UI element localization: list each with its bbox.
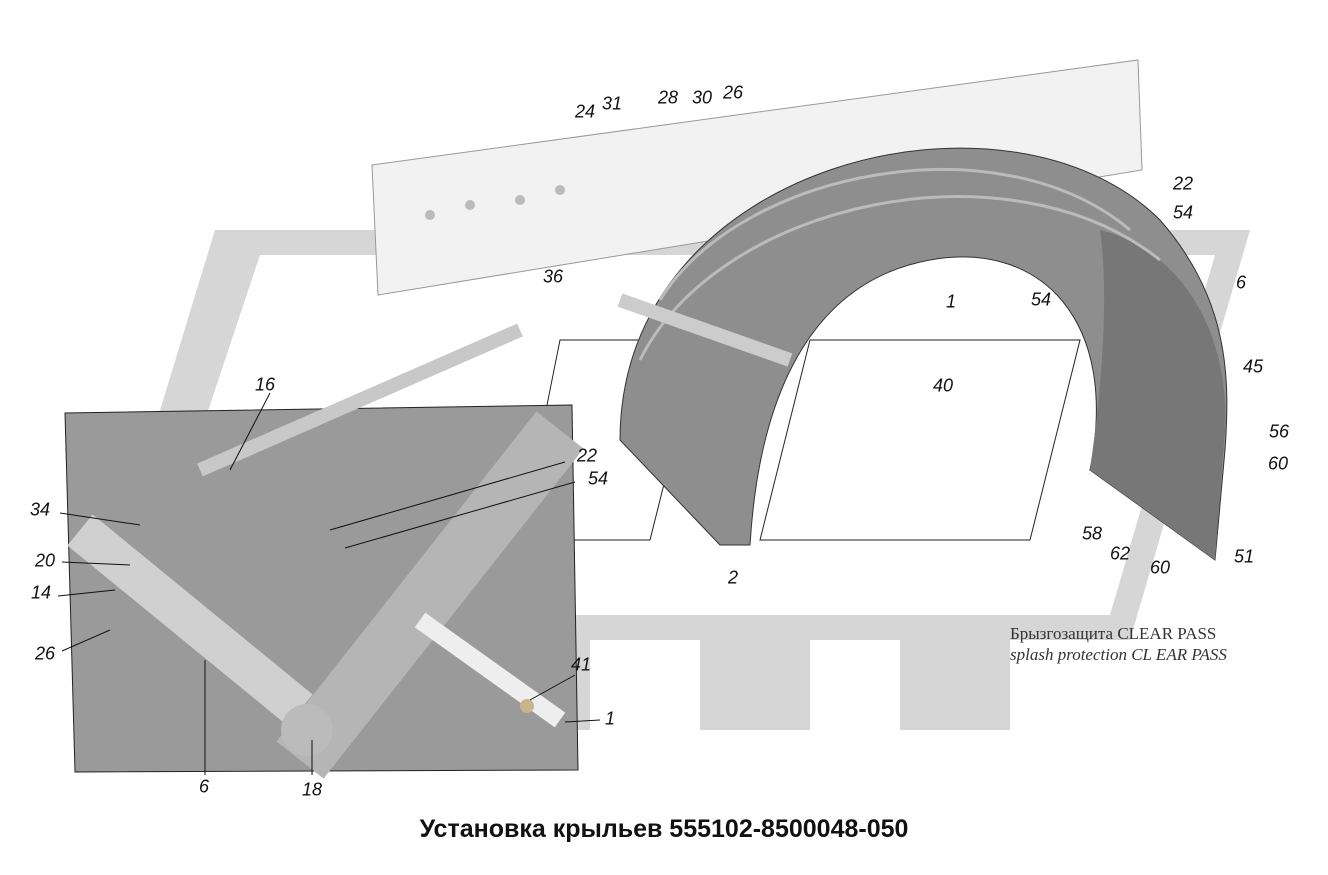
splash-note-ru: Брызгозащита CLEAR PASS — [1010, 624, 1217, 643]
inset-photo — [64, 323, 584, 779]
callout-label: 22 — [576, 445, 598, 466]
callout-label: 36 — [542, 266, 564, 287]
callout-label: 6 — [1235, 272, 1247, 293]
callout-label: 45 — [1242, 356, 1264, 377]
callout-label: 1 — [945, 291, 957, 312]
leader-lines — [57, 392, 601, 775]
callout-label: 54 — [1030, 289, 1052, 310]
callout-label: 58 — [1081, 523, 1103, 544]
diagram-title: Установка крыльев 555102-8500048-050 — [419, 815, 909, 843]
callout-label: 62 — [1109, 543, 1131, 564]
callout-label: 31 — [601, 93, 623, 114]
callout-label: 40 — [932, 375, 954, 396]
callout-label: 1 — [604, 708, 616, 729]
callout-label: 34 — [29, 499, 51, 520]
frame-rail — [371, 59, 1143, 296]
callout-label: 20 — [34, 550, 56, 571]
splash-note-en: splash protection CL EAR PASS — [1010, 645, 1227, 664]
callout-label: 14 — [30, 582, 52, 603]
callout-label: 26 — [34, 643, 56, 664]
callout-label: 41 — [570, 654, 592, 675]
callout-label: 6 — [198, 776, 210, 797]
callout-label: 56 — [1268, 421, 1290, 442]
callout-label: 60 — [1267, 453, 1289, 474]
callout-label: 18 — [301, 779, 323, 800]
fender — [617, 147, 1228, 561]
callout-label: 28 — [657, 87, 679, 108]
callout-label: 51 — [1233, 546, 1255, 567]
callout-label: 16 — [254, 374, 276, 395]
callout-label: 30 — [691, 87, 713, 108]
callout-label: 2 — [727, 567, 739, 588]
callout-label: 60 — [1149, 557, 1171, 578]
callout-label: 24 — [574, 101, 596, 122]
callout-label: 22 — [1172, 173, 1194, 194]
callout-label: 26 — [722, 82, 744, 103]
callout-label: 54 — [1172, 202, 1194, 223]
callout-label: 54 — [587, 468, 609, 489]
